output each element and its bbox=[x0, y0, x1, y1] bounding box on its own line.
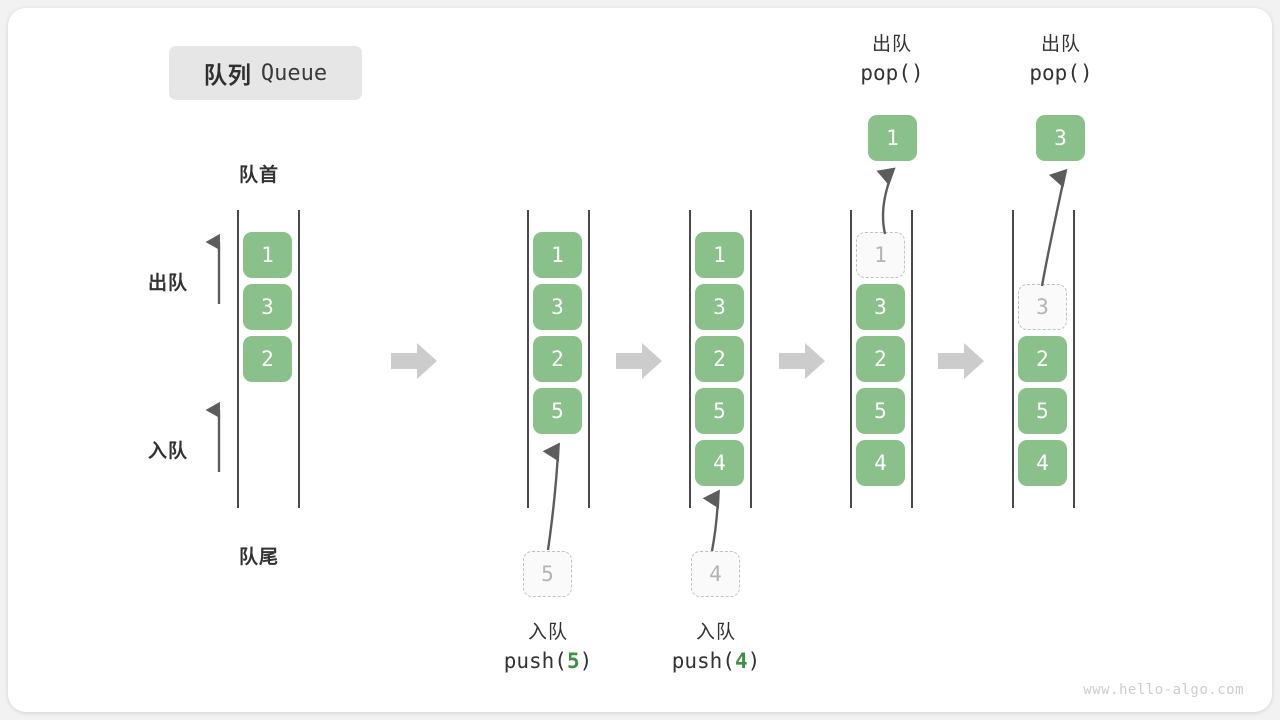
rail-left bbox=[850, 210, 852, 508]
title-cn: 队列 bbox=[203, 62, 252, 88]
push-5-caption: 入队 push(5) bbox=[448, 620, 648, 676]
pop-1-code: pop() bbox=[860, 60, 924, 85]
popped-value-cell[interactable]: 3 bbox=[1036, 115, 1085, 161]
push-4-code-num: 4 bbox=[734, 648, 748, 673]
push-5-code: push(5) bbox=[448, 646, 648, 676]
flow-arrow-2 bbox=[616, 343, 662, 379]
queue-cell[interactable]: 3 bbox=[243, 284, 292, 330]
push-4-code-suffix: ) bbox=[747, 648, 761, 673]
pop-3-arrow bbox=[1040, 168, 1068, 287]
pop-1-arrow bbox=[876, 167, 896, 235]
queue-cell[interactable]: 5 bbox=[1018, 388, 1067, 434]
queue-cell[interactable]: 5 bbox=[533, 388, 582, 434]
queue-cell[interactable]: 1 bbox=[243, 232, 292, 278]
flow-arrow-4 bbox=[938, 343, 984, 379]
queue-cell[interactable]: 4 bbox=[856, 440, 905, 486]
queue-cell[interactable]: 2 bbox=[856, 336, 905, 382]
push-4-label-cn: 入队 bbox=[695, 622, 736, 643]
rail-right bbox=[911, 210, 913, 508]
title-badge: 队列 Queue bbox=[169, 46, 362, 100]
push-4-arrow bbox=[702, 489, 720, 552]
queue-cell[interactable]: 3 bbox=[533, 284, 582, 330]
pending-push-cell[interactable]: 5 bbox=[523, 551, 572, 597]
pop-1-label-cn: 出队 bbox=[871, 34, 912, 55]
queue-cell[interactable]: 2 bbox=[533, 336, 582, 382]
pop-3-code: pop() bbox=[1029, 60, 1093, 85]
flow-arrow-3 bbox=[779, 343, 825, 379]
queue-cell[interactable]: 1 bbox=[695, 232, 744, 278]
push-5-label-cn: 入队 bbox=[527, 622, 568, 643]
dequeue-direction-arrow bbox=[205, 233, 221, 304]
queue-cell[interactable]: 4 bbox=[695, 440, 744, 486]
pending-push-cell[interactable]: 4 bbox=[691, 551, 740, 597]
pop-1-caption: 出队 pop() bbox=[792, 32, 992, 88]
queue-cell[interactable]: 3 bbox=[695, 284, 744, 330]
dequeue-direction-label: 出队 bbox=[148, 273, 189, 294]
rail-left bbox=[689, 210, 691, 508]
queue-cell[interactable]: 2 bbox=[1018, 336, 1067, 382]
push-4-code: push(4) bbox=[616, 646, 816, 676]
watermark: www.hello-algo.com bbox=[1083, 682, 1244, 698]
queue-cell[interactable]: 5 bbox=[856, 388, 905, 434]
queue-cell[interactable]: 3 bbox=[856, 284, 905, 330]
queue-head-label: 队首 bbox=[239, 165, 280, 186]
push-5-code-num: 5 bbox=[566, 648, 580, 673]
rail-right bbox=[750, 210, 752, 508]
queue-cell[interactable]: 5 bbox=[695, 388, 744, 434]
push-4-caption: 入队 push(4) bbox=[616, 620, 816, 676]
enqueue-direction-label: 入队 bbox=[148, 441, 189, 462]
popped-ghost-cell[interactable]: 1 bbox=[856, 232, 905, 278]
queue-cell[interactable]: 2 bbox=[695, 336, 744, 382]
queue-cell[interactable]: 2 bbox=[243, 336, 292, 382]
title-en: Queue bbox=[260, 60, 328, 86]
popped-ghost-cell[interactable]: 3 bbox=[1018, 284, 1067, 330]
queue-cell[interactable]: 1 bbox=[533, 232, 582, 278]
rail-left bbox=[527, 210, 529, 508]
rail-right bbox=[588, 210, 590, 508]
queue-cell[interactable]: 4 bbox=[1018, 440, 1067, 486]
pop-3-caption: 出队 pop() bbox=[961, 32, 1161, 88]
rail-right bbox=[1073, 210, 1075, 508]
flow-arrow-1 bbox=[391, 343, 437, 379]
pop-3-label-cn: 出队 bbox=[1040, 34, 1081, 55]
push-5-code-prefix: push( bbox=[503, 648, 567, 673]
push-5-code-suffix: ) bbox=[579, 648, 593, 673]
popped-value-cell[interactable]: 1 bbox=[868, 115, 917, 161]
push-4-code-prefix: push( bbox=[671, 648, 735, 673]
queue-tail-label: 队尾 bbox=[239, 547, 280, 568]
rail-left bbox=[1012, 210, 1014, 508]
enqueue-direction-arrow bbox=[205, 401, 221, 472]
rail-right bbox=[298, 210, 300, 508]
push-5-arrow bbox=[542, 442, 560, 551]
rail-left bbox=[237, 210, 239, 508]
